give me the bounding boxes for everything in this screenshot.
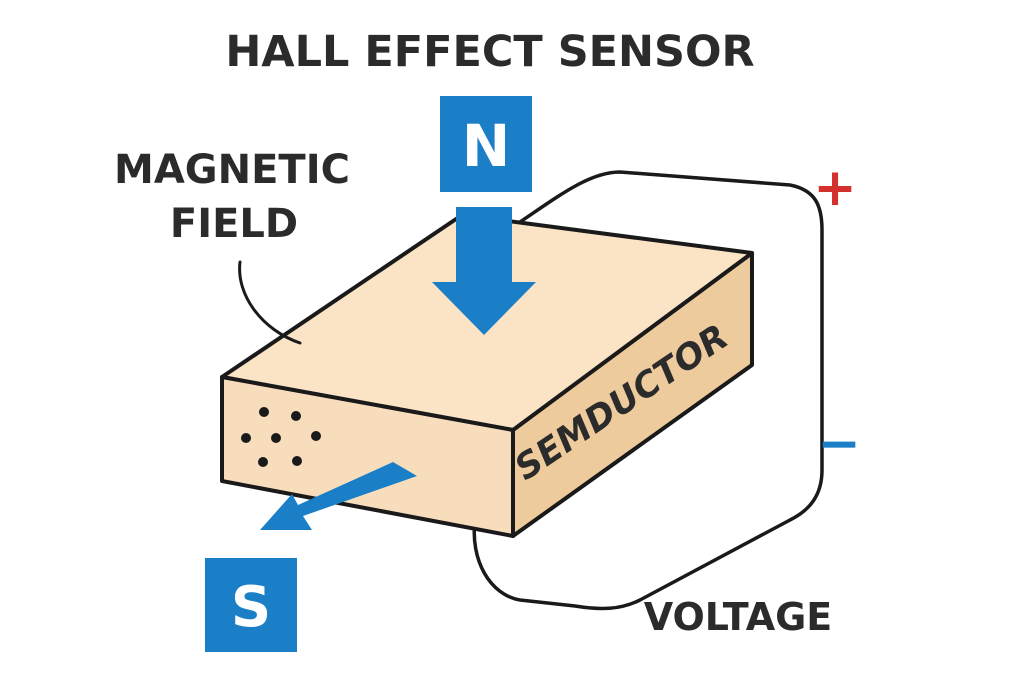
circuit-wire xyxy=(472,170,824,611)
magnetic-field-label-line2: FIELD xyxy=(170,201,298,247)
voltage-label: VOLTAGE xyxy=(644,595,833,639)
charge-dot xyxy=(258,457,268,467)
north-pole-label: N xyxy=(462,112,511,180)
diagram-title: HALL EFFECT SENSOR xyxy=(225,27,754,77)
minus-terminal-sign: − xyxy=(817,414,861,474)
magnetic-field-label-line1: MAGNETIC xyxy=(114,147,350,193)
charge-carriers xyxy=(241,407,321,467)
south-pole-box xyxy=(205,558,297,652)
charge-dot xyxy=(291,411,301,421)
charge-dot xyxy=(241,433,251,443)
field-arrow-to-south xyxy=(260,462,417,530)
charge-dot xyxy=(271,433,281,443)
charge-dot xyxy=(292,456,302,466)
charge-dot xyxy=(311,431,321,441)
plus-terminal-sign: + xyxy=(813,158,857,218)
magnetic-field-leader-line xyxy=(238,260,302,345)
south-pole-label: S xyxy=(231,575,271,640)
charge-dot xyxy=(259,407,269,417)
north-pole-box xyxy=(440,96,532,192)
field-arrow-down xyxy=(432,207,536,335)
